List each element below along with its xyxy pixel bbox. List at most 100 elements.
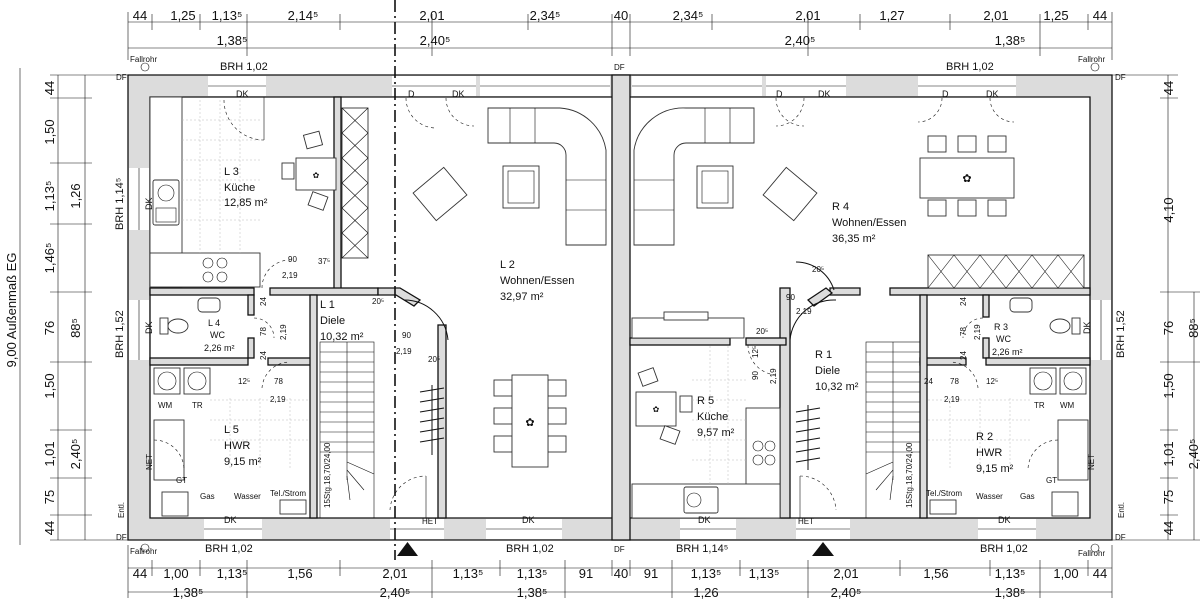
brh-label: BRH 1,02: [205, 543, 253, 555]
dim-left-7: 1,01: [42, 441, 57, 466]
dim-top2-2: 2,40⁵: [420, 33, 451, 48]
dim-right-3: 76: [1161, 321, 1176, 335]
dim-top-5: 2,01: [419, 8, 444, 23]
wall-offset: 37⁵: [318, 257, 330, 266]
dim-bot-5: 2,01: [382, 566, 407, 581]
door-height: 2,19: [270, 395, 286, 404]
dim-left2-1: 1,26: [68, 183, 83, 208]
door-height: 2,19: [973, 324, 982, 340]
door-height: 2,19: [282, 271, 298, 280]
room-r1-area: 10,32 m²: [815, 381, 859, 393]
room-l4-name: WC: [210, 330, 225, 340]
dim-top2-3: 2,40⁵: [785, 33, 816, 48]
gas-label: Gas: [200, 492, 215, 501]
window-type-dk: DK: [986, 89, 999, 99]
wm-label: WM: [158, 401, 173, 410]
gas-label: Gas: [1020, 492, 1035, 501]
room-l2-area: 32,97 m²: [500, 291, 544, 303]
room-r1-id: R 1: [815, 349, 832, 361]
dim-left-total: 9,00 Außenmaß EG: [4, 253, 19, 368]
drain-label: Entl.: [1117, 502, 1126, 518]
entrance-arrow-left: [397, 542, 418, 556]
door-width: 90: [751, 371, 760, 380]
dim-bot-11: 1,13⁵: [691, 566, 722, 581]
df-label: DF: [614, 63, 625, 72]
dim-right-4: 1,50: [1161, 373, 1176, 398]
window-type-dk: DK: [236, 89, 249, 99]
room-l5-id: L 5: [224, 424, 239, 436]
dim-bot-16: 1,00: [1053, 566, 1078, 581]
room-l2-id: L 2: [500, 259, 515, 271]
dim-left2-3: 2,40⁵: [68, 439, 83, 470]
utility-room-l5: [153, 361, 310, 517]
window-type-d: D: [408, 89, 415, 99]
dim-left-9: 44: [42, 521, 57, 535]
room-r4-name: Wohnen/Essen: [832, 217, 906, 229]
room-labels: L 3 Küche 12,85 m² L 2 Wohnen/Essen 32,9…: [204, 166, 1023, 475]
brh-label: BRH 1,02: [506, 543, 554, 555]
wm-label: WM: [1060, 401, 1075, 410]
dim-left-6: 1,50: [42, 373, 57, 398]
dim-bot-13: 2,01: [833, 566, 858, 581]
room-l1-area: 10,32 m²: [320, 331, 364, 343]
dim-bot-7: 1,13⁵: [517, 566, 548, 581]
dim-bot2-4: 1,26: [693, 585, 718, 600]
wall-offset: 20⁵: [428, 355, 440, 364]
dim-bot-12: 1,13⁵: [749, 566, 780, 581]
room-l1-name: Diele: [320, 315, 345, 327]
stair-label: 15Stg.18,70/24,00: [905, 442, 914, 508]
net-label: NET: [1087, 454, 1096, 470]
window-type-dk: DK: [224, 515, 237, 525]
net-label: NET: [145, 454, 154, 470]
water-label: Wasser: [976, 492, 1003, 501]
coat-rack-right: [795, 405, 821, 470]
dim-top-11: 2,01: [983, 8, 1008, 23]
wall-offset: 20⁵: [756, 327, 768, 336]
dim-top-2: 1,25: [170, 8, 195, 23]
room-l4-area: 2,26 m²: [204, 343, 235, 353]
window-type-dk: DK: [522, 515, 535, 525]
coat-rack-left: [419, 385, 445, 455]
room-l5-area: 9,15 m²: [224, 456, 262, 468]
utility-room-r2: [928, 361, 1089, 517]
living-room-r4: ✿: [631, 97, 1085, 339]
wall-offset: 24: [959, 351, 968, 360]
downpipe-label: Fallrohr: [130, 547, 157, 556]
left-dimension-chain: 44 1,50 1,13⁵ 1,46⁵ 76 1,50 1,01 75 44 1…: [4, 68, 128, 545]
gt-label: GT: [1046, 476, 1057, 485]
dim-bot2-6: 1,38⁵: [995, 585, 1026, 600]
dim-top-1: 44: [133, 8, 147, 23]
room-l5-name: HWR: [224, 440, 250, 452]
kitchen-l3: ✿: [149, 96, 369, 289]
dim-right-1: 44: [1161, 81, 1176, 95]
dim-right2-1: 88⁵: [1186, 318, 1200, 338]
dim-top-3: 1,13⁵: [212, 8, 243, 23]
cooktop-icon: [202, 257, 228, 283]
door-width: 90: [786, 293, 795, 302]
right-dimension-chain: 44 4,10 76 1,50 1,01 75 44 88⁵ 2,40⁵: [1112, 74, 1200, 541]
dim-bot2-3: 1,38⁵: [517, 585, 548, 600]
dim-right-5: 1,01: [1161, 441, 1176, 466]
window-type-d: D: [942, 89, 949, 99]
window-type-dk: DK: [698, 515, 711, 525]
dim-top-7: 40: [614, 8, 628, 23]
window-type-dk: DK: [818, 89, 831, 99]
bottom-dimension-chain: 44 1,00 1,13⁵ 1,56 2,01 1,13⁵ 1,13⁵ 91 4…: [127, 545, 1113, 600]
dim-right-2: 4,10: [1161, 197, 1176, 222]
wc-l4: [159, 297, 275, 339]
living-room-l2: ✿: [405, 97, 607, 468]
door-height: 2,19: [796, 307, 812, 316]
dim-right-6: 75: [1161, 490, 1176, 504]
dim-left2-2: 88⁵: [68, 318, 83, 338]
window-type-dk: DK: [144, 197, 154, 210]
kitchen-r5: ✿: [631, 344, 781, 519]
het-label: HET: [798, 517, 814, 526]
tr-label: TR: [1034, 401, 1045, 410]
dim-bot-6: 1,13⁵: [453, 566, 484, 581]
flower-icon: ✿: [525, 417, 534, 429]
dim-bot-3: 1,13⁵: [217, 566, 248, 581]
stair-label: 15Stg.18,70/24,00: [323, 442, 332, 508]
brh-label: BRH 1,02: [220, 61, 268, 73]
dim-bot-2: 1,00: [163, 566, 188, 581]
door-width: 90: [402, 331, 411, 340]
